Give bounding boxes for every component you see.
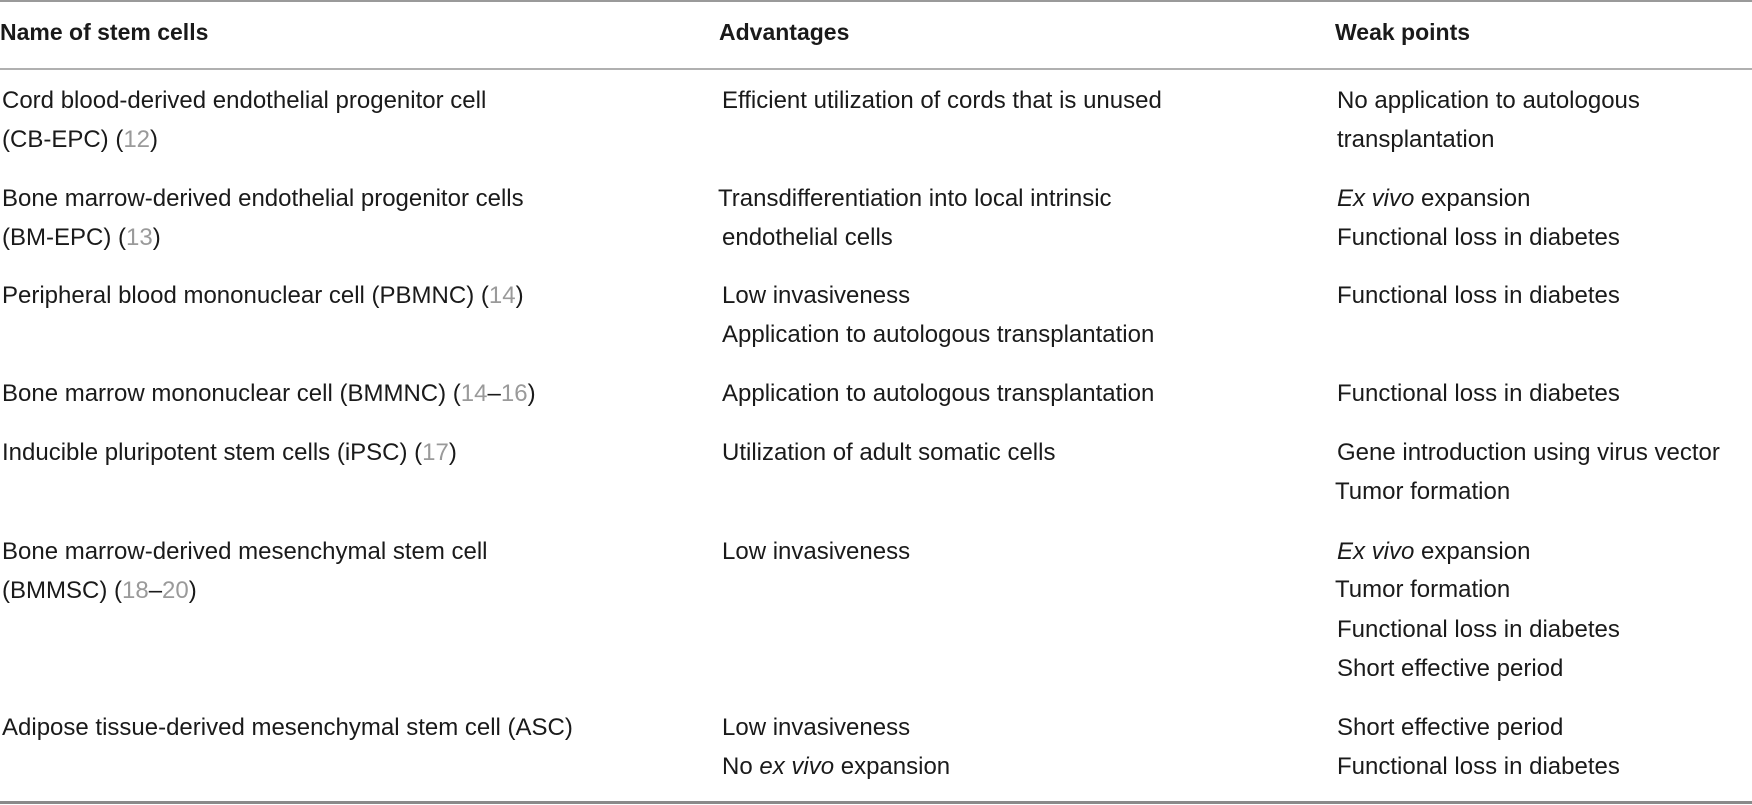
cell-weak-point: Functional loss in diabetes [1337, 616, 1620, 643]
cell-advantage: Low invasiveness [722, 282, 911, 309]
reference-link[interactable]: 14 [460, 380, 488, 407]
cell-advantage: endothelial cells [722, 224, 893, 251]
cell-advantage: Utilization of adult somatic cells [722, 439, 1056, 466]
cell-advantage: Low invasiveness [722, 714, 911, 741]
header-advantages: Advantages [719, 19, 850, 45]
cell-name-line: Cord blood-derived endothelial progenito… [2, 87, 487, 114]
reference-link[interactable]: 16 [500, 380, 528, 407]
cell-weak-point: No application to autologous [1337, 87, 1640, 114]
cell-name-line: Adipose tissue-derived mesenchymal stem … [2, 714, 573, 741]
table-top-rule [0, 0, 1752, 2]
reference-link[interactable]: 20 [162, 577, 189, 604]
table-bottom-rule [0, 801, 1752, 804]
reference-link[interactable]: 17 [422, 439, 449, 466]
cell-advantage: Transdifferentiation into local intrinsi… [718, 185, 1112, 212]
cell-advantage: Application to autologous transplantatio… [722, 380, 1155, 407]
cell-name-line: Peripheral blood mononuclear cell (PBMNC… [2, 282, 524, 309]
cell-name-line: Bone marrow-derived mesenchymal stem cel… [2, 538, 488, 565]
cell-weak-point: Short effective period [1337, 655, 1564, 682]
cell-weak-point: Ex vivo expansion [1337, 538, 1531, 565]
table-header-rule [0, 68, 1752, 70]
cell-weak-point: transplantation [1337, 126, 1495, 153]
cell-weak-point: Tumor formation [1335, 478, 1511, 505]
cell-advantage: Efficient utilization of cords that is u… [722, 87, 1162, 114]
cell-weak-point: Short effective period [1337, 714, 1564, 741]
reference-link[interactable]: 14 [488, 282, 516, 309]
cell-advantage: Low invasiveness [722, 538, 911, 565]
cell-advantage: No ex vivo expansion [722, 753, 951, 780]
cell-weak-point: Functional loss in diabetes [1337, 224, 1620, 251]
cell-name-line: Inducible pluripotent stem cells (iPSC) … [2, 439, 457, 466]
cell-name-line: (BMMSC) (18–20) [2, 577, 197, 604]
cell-name-line: (BM-EPC) (13) [2, 224, 161, 251]
cell-name-line: (CB-EPC) (12) [2, 126, 159, 153]
cell-name-line: Bone marrow mononuclear cell (BMMNC) (14… [2, 380, 536, 407]
cell-weak-point: Functional loss in diabetes [1337, 380, 1620, 407]
cell-weak-point: Functional loss in diabetes [1337, 282, 1620, 309]
reference-link[interactable]: 18 [121, 577, 149, 604]
cell-weak-point: Functional loss in diabetes [1337, 753, 1620, 780]
header-weak-points: Weak points [1335, 19, 1471, 45]
cell-weak-point: Tumor formation [1335, 576, 1511, 603]
cell-weak-point: Ex vivo expansion [1337, 185, 1531, 212]
header-name-of-stem-cells: Name of stem cells [0, 19, 209, 45]
cell-name-line: Bone marrow-derived endothelial progenit… [2, 185, 524, 212]
reference-link[interactable]: 12 [123, 126, 151, 153]
cell-advantage: Application to autologous transplantatio… [722, 321, 1155, 348]
cell-weak-point: Gene introduction using virus vector [1337, 439, 1720, 466]
reference-link[interactable]: 13 [125, 224, 153, 251]
